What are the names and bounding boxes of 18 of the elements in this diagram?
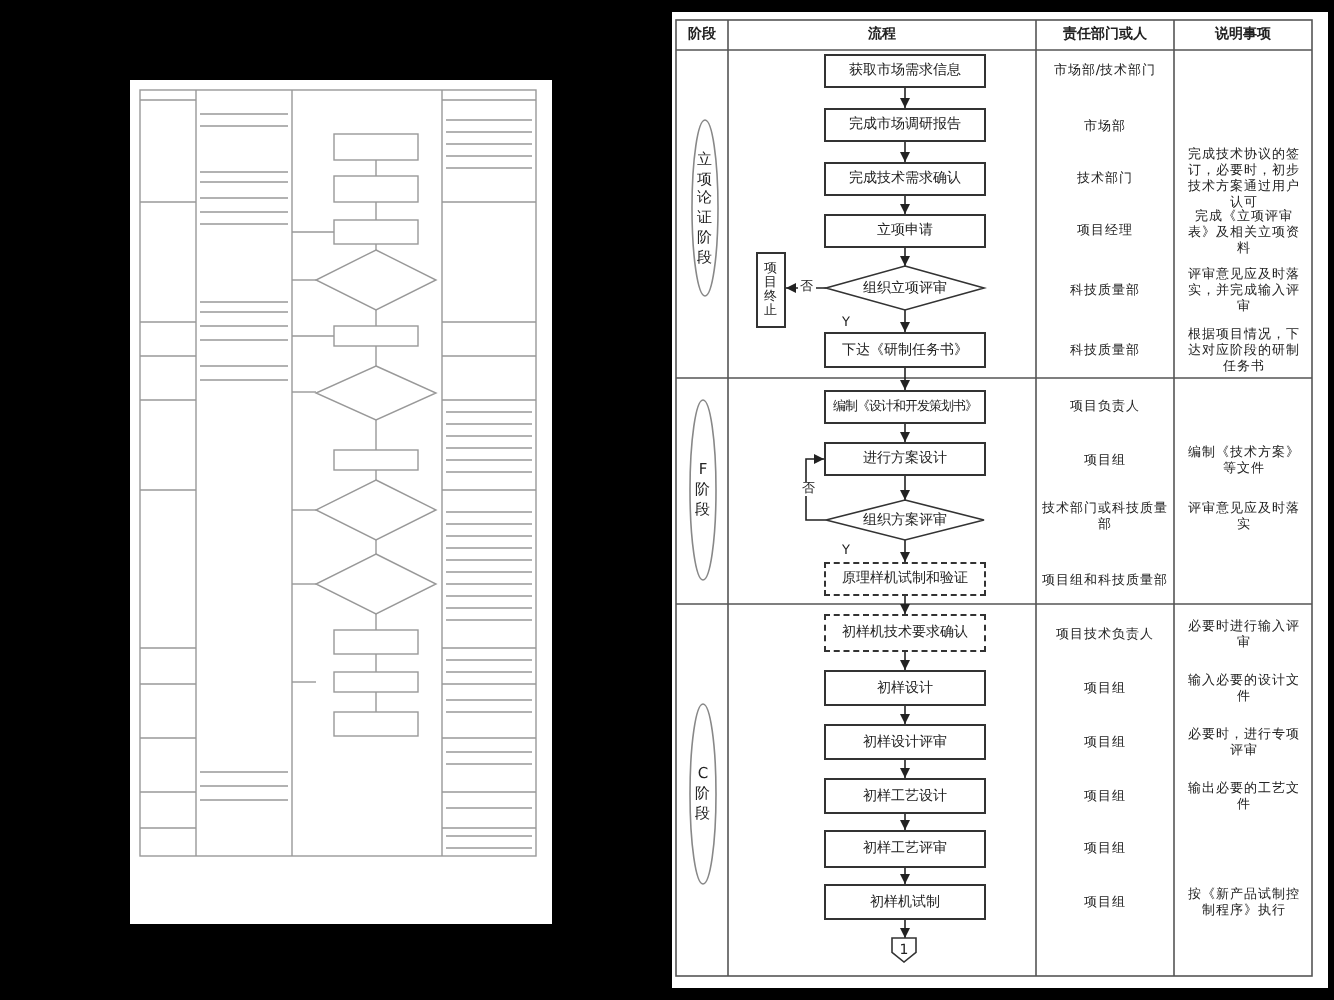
arrow: [900, 247, 910, 267]
arrow: [900, 475, 910, 501]
arrow: [900, 423, 910, 443]
arrow: [900, 367, 910, 391]
arrow: [900, 813, 910, 831]
arrow: [900, 919, 910, 939]
arrow: [900, 705, 910, 725]
arrow: [900, 87, 910, 109]
arrow: [900, 867, 910, 885]
arrow: [900, 651, 910, 671]
arrow: [900, 141, 910, 163]
arrow: [900, 595, 910, 615]
arrow: [900, 539, 910, 563]
arrow: [900, 195, 910, 215]
arrow: [805, 454, 827, 521]
arrow: [900, 759, 910, 779]
arrow: [785, 283, 827, 293]
arrow: [900, 309, 910, 333]
